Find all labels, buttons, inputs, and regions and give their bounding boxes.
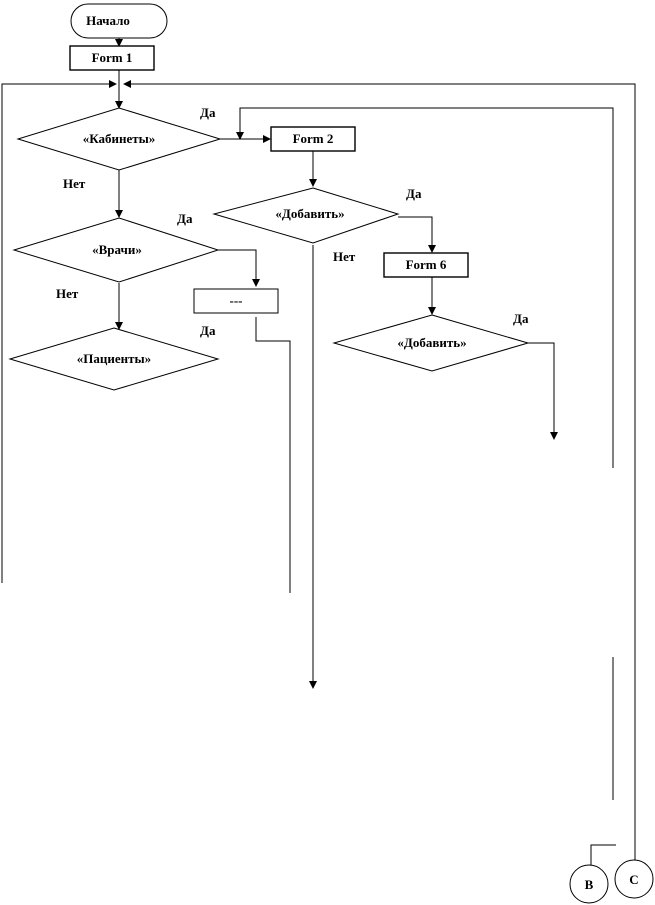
connector-c-label: C (629, 872, 638, 887)
ellipsis-label: --- (230, 293, 243, 308)
label-yes-doctors: Да (177, 211, 193, 226)
decision-add-2-label: «Добавить» (397, 335, 466, 350)
connector-b-label: B (585, 877, 594, 892)
decision-doctors: «Врачи» (12, 217, 220, 283)
edge-box-down (255, 317, 291, 593)
label-yes-below-box: Да (200, 323, 216, 338)
edge-inner-loop (236, 107, 614, 468)
label-yes-cabinets: Да (200, 105, 216, 120)
decision-add-2-shape (332, 314, 530, 372)
form6-label: Form 6 (406, 257, 447, 272)
ellipsis-process: --- (193, 288, 279, 314)
decision-doctors-shape (12, 217, 220, 283)
form6-process: Form 6 (383, 252, 469, 278)
form2-process: Form 2 (270, 126, 356, 152)
connector-b: B (569, 864, 609, 904)
decision-add-2: «Добавить» (332, 314, 530, 372)
form2-shape (270, 126, 356, 152)
start-shape (70, 3, 168, 39)
label-yes-add-1: Да (406, 186, 422, 201)
label-no-add-1: Нет (333, 249, 356, 264)
start-label: Начало (86, 13, 130, 28)
start-terminator: Начало (70, 3, 168, 39)
decision-doctors-label: «Врачи» (92, 242, 142, 257)
edge-doctors-box (218, 249, 260, 287)
label-no-doctors: Нет (56, 286, 79, 301)
decision-add-1-shape (212, 187, 400, 244)
decision-patients: «Пациенты» (8, 327, 220, 391)
decision-cabinets-label: «Кабинеты» (83, 131, 156, 146)
edge-add1-form6 (398, 216, 436, 253)
decision-add-1-label: «Добавить» (275, 206, 344, 221)
connector-c-shape (614, 859, 654, 899)
decision-patients-shape (8, 327, 220, 391)
edge-add2-yes (528, 342, 558, 440)
form1-shape (69, 45, 155, 71)
decision-cabinets: «Кабинеты» (16, 107, 222, 171)
form1-label: Form 1 (92, 50, 133, 65)
label-yes-add-2: Да (513, 311, 529, 326)
edge-left-loop (1, 80, 117, 583)
edge-right-loop-c (123, 80, 636, 860)
flow-edges (1, 38, 636, 866)
form6-shape (383, 252, 469, 278)
decision-cabinets-shape (16, 107, 222, 171)
label-no-cabinets: Нет (63, 176, 86, 191)
connector-c: C (614, 859, 654, 899)
decision-add-1: «Добавить» (212, 187, 400, 244)
branch-labels: Да Нет Да Нет Да Нет Да Да (56, 105, 529, 338)
form2-label: Form 2 (293, 131, 334, 146)
form1-process: Form 1 (69, 45, 155, 71)
decision-patients-label: «Пациенты» (77, 351, 151, 366)
edge-connector-b (590, 844, 616, 866)
ellipsis-shape (193, 288, 279, 314)
connector-b-shape (569, 864, 609, 904)
